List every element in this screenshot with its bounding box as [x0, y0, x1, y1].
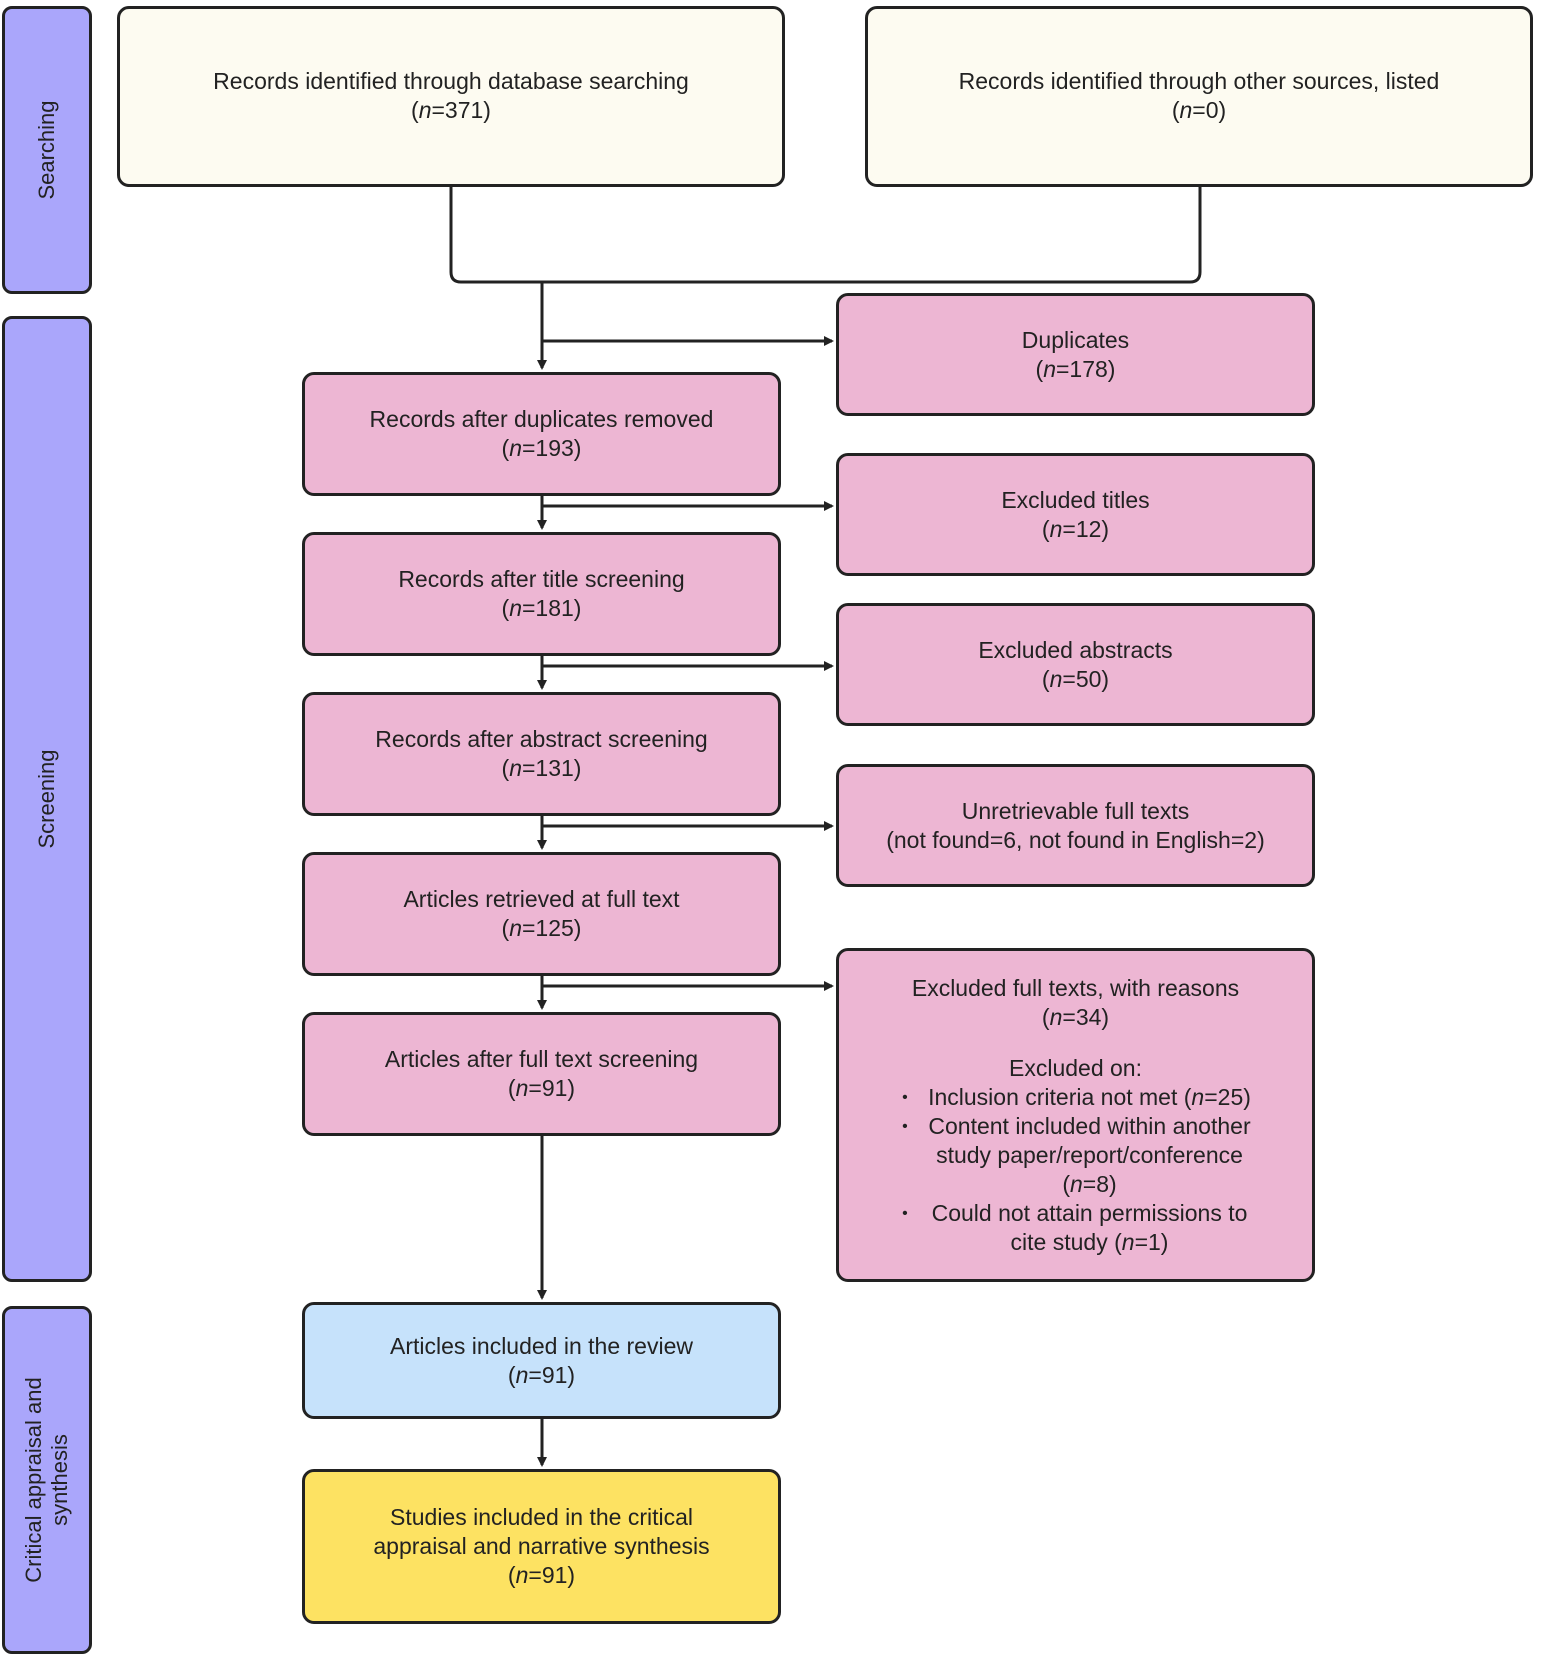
after-fulltext-text: Articles after full text screening [384, 1046, 699, 1072]
excluded-abstracts-box: Excluded abstracts (n=50) [836, 603, 1315, 726]
stage-critical-appraisal: Critical appraisal and synthesis [2, 1306, 92, 1654]
included-synthesis-line2: appraisal and narrative synthesis [373, 1533, 710, 1559]
excluded-fulltexts-box: Excluded full texts, with reasons (n=34)… [836, 948, 1315, 1282]
retrieved-fulltext-text: Articles retrieved at full text [403, 886, 680, 912]
excluded-on-heading: Excluded on: [1009, 1054, 1142, 1081]
excluded-abstracts-text: Excluded abstracts [978, 636, 1173, 663]
excluded-fulltexts-count: (n=34) [1041, 1003, 1110, 1030]
excluded-titles-text: Excluded titles [1001, 486, 1150, 513]
after-fulltext-box: Articles after full text screening (n=91… [302, 1012, 781, 1136]
exclusion-reasons-list: Inclusion criteria not met (n=25) Conten… [894, 1083, 1257, 1257]
after-abstract-count: (n=131) [501, 755, 582, 781]
database-search-count: (n=371) [411, 97, 491, 123]
included-review-text: Articles included in the review [390, 1332, 693, 1359]
after-title-count: (n=181) [501, 595, 582, 621]
included-review-box: Articles included in the review (n=91) [302, 1302, 781, 1419]
other-sources-count: (n=0) [1171, 97, 1227, 123]
after-title-text: Records after title screening [398, 566, 685, 592]
after-duplicates-count: (n=193) [501, 435, 582, 461]
excluded-titles-box: Excluded titles (n=12) [836, 453, 1315, 576]
exclusion-reason: Inclusion criteria not met (n=25) [894, 1083, 1257, 1112]
merge-connector [449, 187, 1202, 284]
included-synthesis-box: Studies included in the critical apprais… [302, 1469, 781, 1624]
excluded-abstracts-count: (n=50) [1041, 665, 1110, 692]
stage-screening: Screening [2, 316, 92, 1282]
database-search-box: Records identified through database sear… [117, 6, 785, 187]
exclusion-reason: Content included within another study pa… [894, 1112, 1257, 1199]
unretrievable-detail: (not found=6, not found in English=2) [886, 826, 1265, 853]
after-duplicates-text: Records after duplicates removed [369, 406, 714, 432]
database-search-text: Records identified through database sear… [213, 68, 689, 94]
included-synthesis-count: (n=91) [507, 1562, 576, 1588]
retrieved-fulltext-count: (n=125) [501, 915, 582, 941]
after-fulltext-count: (n=91) [507, 1075, 576, 1101]
duplicates-text: Duplicates [1021, 326, 1130, 353]
after-title-box: Records after title screening (n=181) [302, 532, 781, 656]
retrieved-fulltext-box: Articles retrieved at full text (n=125) [302, 852, 781, 976]
other-sources-box: Records identified through other sources… [865, 6, 1533, 187]
unretrievable-box: Unretrievable full texts (not found=6, n… [836, 764, 1315, 887]
other-sources-text: Records identified through other sources… [958, 68, 1440, 94]
after-abstract-box: Records after abstract screening (n=131) [302, 692, 781, 816]
stage-searching: Searching [2, 6, 92, 294]
excluded-titles-count: (n=12) [1041, 515, 1110, 542]
unretrievable-text: Unretrievable full texts [961, 797, 1190, 824]
excluded-fulltexts-text: Excluded full texts, with reasons [911, 974, 1240, 1001]
included-review-count: (n=91) [507, 1361, 576, 1388]
duplicates-count: (n=178) [1035, 355, 1116, 382]
included-synthesis-line1: Studies included in the critical [390, 1504, 693, 1530]
after-duplicates-box: Records after duplicates removed (n=193) [302, 372, 781, 496]
after-abstract-text: Records after abstract screening [375, 726, 708, 752]
duplicates-box: Duplicates (n=178) [836, 293, 1315, 416]
exclusion-reason: Could not attain permissions to cite stu… [894, 1199, 1257, 1257]
